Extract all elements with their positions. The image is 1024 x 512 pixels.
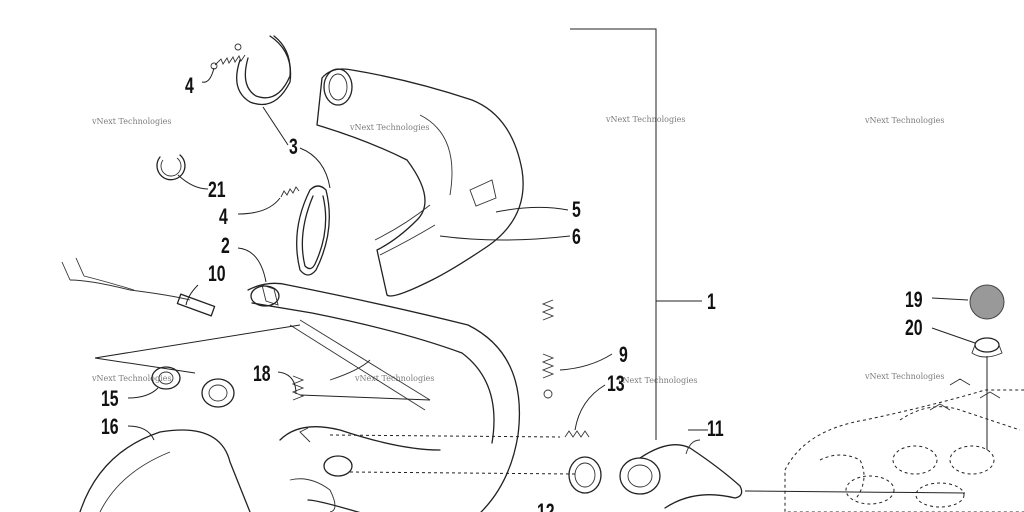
watermark: vNext Technologies [864, 372, 944, 381]
watermarks: vNext Technologies vNext Technologies vN… [91, 115, 944, 385]
callout-label: 13 [607, 373, 625, 397]
main-exhaust-header [247, 282, 521, 512]
spring-part-4 [201, 43, 246, 83]
strap-part-3-upper [236, 35, 292, 146]
engine-block [784, 378, 1024, 512]
elbow-part-11 [619, 429, 966, 509]
bracket-part-2 [237, 247, 279, 306]
callout-label: 9 [619, 344, 628, 368]
callout-label: 1 [707, 291, 716, 315]
watermark: vNext Technologies [91, 374, 171, 383]
callout-label: 21 [208, 179, 226, 203]
callout-label: 2 [221, 235, 230, 259]
grommet-part-20 [931, 327, 1003, 450]
callout-label: 19 [905, 289, 923, 313]
watermark: vNext Technologies [617, 376, 697, 385]
cap-part-19 [931, 284, 1005, 320]
sensor-part-10 [61, 257, 216, 317]
callout-label: 5 [572, 199, 581, 223]
callout-label: 12 [537, 501, 555, 512]
callout-label: 4 [219, 206, 228, 230]
spring-part-9 [541, 299, 613, 399]
callout-label: 11 [707, 418, 724, 442]
silencer-part-16 [79, 378, 251, 512]
strap-part-3-lower [296, 147, 331, 276]
callout-labels: 1 2 3 4 4 5 6 9 10 11 13 15 16 18 19 20 … [101, 75, 923, 512]
gasket-part-15 [94, 324, 301, 399]
spring-part-4-lower [237, 186, 300, 215]
exhaust-pipe-part-6 [316, 68, 571, 297]
callout-label: 18 [253, 363, 271, 387]
spring-part-13 [329, 384, 606, 438]
gasket-part-12 [349, 456, 602, 494]
callout-label: 10 [208, 263, 226, 287]
callout-label: 15 [101, 388, 119, 412]
watermark: vNext Technologies [349, 123, 429, 132]
callout-label: 3 [289, 136, 298, 160]
clamp-part-21 [156, 154, 209, 190]
callout-label: 16 [101, 416, 119, 440]
spring-part-18 [277, 371, 431, 401]
watermark: vNext Technologies [605, 115, 685, 124]
watermark: vNext Technologies [91, 117, 171, 126]
callout-label: 6 [572, 226, 581, 250]
watermark: vNext Technologies [864, 116, 944, 125]
callout-label: 4 [185, 75, 194, 99]
callout-label: 20 [905, 317, 923, 341]
assembly-bracket [570, 28, 702, 440]
